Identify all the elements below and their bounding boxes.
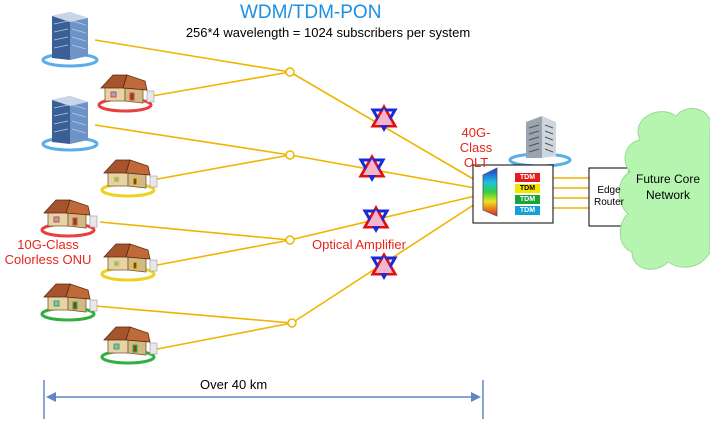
tdm-block: TDM — [515, 195, 540, 204]
distance-label: Over 40 km — [200, 377, 268, 392]
splitter-nodes — [285, 67, 297, 328]
awg-multiplexer-icon — [482, 167, 498, 217]
splitter-node — [285, 235, 295, 245]
splitter-node — [287, 318, 297, 328]
fiber-links — [94, 39, 648, 351]
house-onu-icon — [40, 282, 99, 322]
optical-amplifier-icon — [371, 105, 397, 131]
distance-arrow — [43, 380, 484, 419]
splitter-node — [285, 150, 295, 160]
core-network-cloud — [618, 108, 710, 270]
onu-label: 10G-Class Colorless ONU — [4, 237, 92, 267]
core-network-label: Future Core Network — [635, 172, 701, 202]
optical-amplifier-label: Optical Amplifier — [312, 237, 406, 252]
diagram-subtitle: 256*4 wavelength = 1024 subscribers per … — [185, 25, 471, 40]
splitter-node — [285, 67, 295, 77]
house-onu-icon — [100, 325, 159, 365]
office-building-icon — [41, 94, 99, 152]
house-onu-icon — [100, 158, 159, 198]
optical-amplifier-icon — [363, 206, 389, 232]
house-onu-icon — [100, 242, 159, 282]
edge-router-label: Edge Router — [593, 185, 624, 208]
olt-building-icon — [508, 116, 572, 168]
optical-amplifier-icon — [371, 253, 397, 279]
tdm-block: TDM — [515, 184, 540, 193]
olt-label: 40G-Class OLT — [459, 125, 493, 170]
house-onu-icon — [97, 73, 156, 113]
tdm-block: TDM — [515, 206, 540, 215]
optical-amplifier-icon — [359, 155, 385, 181]
house-onu-icon — [40, 198, 99, 238]
tdm-block: TDM — [515, 173, 540, 182]
office-building-icon — [41, 10, 99, 68]
diagram-title: WDM/TDM-PON — [240, 2, 382, 23]
